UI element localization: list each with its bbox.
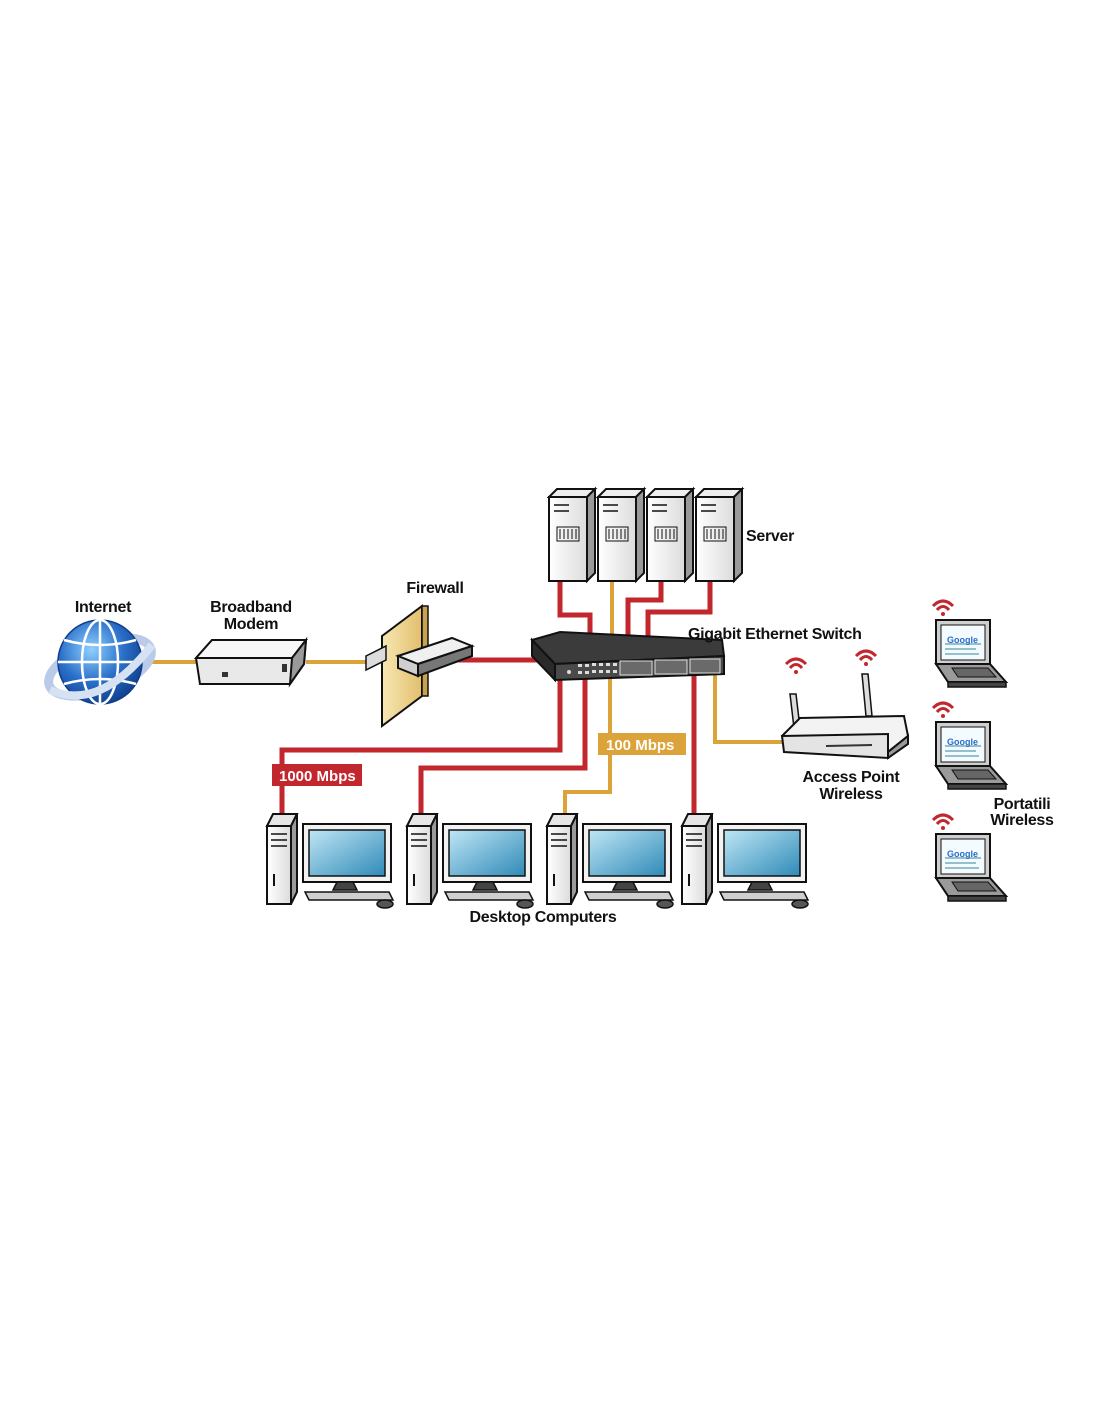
link-switch-accesspoint <box>713 672 785 744</box>
server-tower-2-icon <box>597 488 645 582</box>
laptop-2: Google <box>931 701 1007 790</box>
laptop-1-icon <box>935 619 1007 688</box>
access-point-icon <box>780 649 910 760</box>
link-server3-switch <box>625 578 664 640</box>
label-modem-line1: Broadband <box>210 599 292 616</box>
laptop-2-icon <box>935 721 1007 790</box>
label-laptops-line1: Portatili <box>994 796 1051 813</box>
laptop-2-signal-icon <box>931 701 955 720</box>
label-server: Server <box>746 528 794 545</box>
label-switch: Gigabit Ethernet Switch <box>688 626 862 643</box>
link-server1-switch <box>557 578 593 640</box>
access-point-signal-2-icon <box>854 649 878 668</box>
laptop-3-signal-icon <box>931 813 955 832</box>
laptop-1-signal-icon <box>931 599 955 618</box>
laptop-1-screen-logo: Google <box>947 635 978 645</box>
laptop-3-screen-logo: Google <box>947 849 978 859</box>
gigabit-switch-icon <box>530 630 726 683</box>
laptop-1: Google <box>931 599 1007 688</box>
server-tower-3-icon <box>646 488 694 582</box>
desktop-computer-4-icon <box>681 813 809 909</box>
laptop-2-screen-logo: Google <box>947 737 978 747</box>
label-desktops: Desktop Computers <box>470 909 617 926</box>
label-internet: Internet <box>75 599 132 616</box>
firewall-icon <box>365 604 475 728</box>
server-tower-4-icon <box>695 488 743 582</box>
internet-globe-icon <box>44 618 156 706</box>
label-modem-line2: Modem <box>224 616 279 633</box>
badge-100mbps: 100 Mbps <box>598 733 686 755</box>
server-tower-1-icon <box>548 488 596 582</box>
label-access-point-line2: Wireless <box>819 786 883 803</box>
badge-1000mbps: 1000 Mbps <box>272 764 362 786</box>
server-group <box>548 488 743 582</box>
link-server4-switch <box>645 578 713 640</box>
badge-100mbps-label: 100 Mbps <box>606 737 674 754</box>
label-access-point-line1: Access Point <box>803 769 901 786</box>
desktop-computer-2-icon <box>406 813 534 909</box>
badge-1000mbps-label: 1000 Mbps <box>279 768 356 785</box>
broadband-modem-icon <box>193 636 309 688</box>
laptop-3-icon <box>935 833 1007 902</box>
label-firewall: Firewall <box>406 580 463 597</box>
access-point-signal-1-icon <box>784 657 808 676</box>
laptop-3: Google <box>931 813 1007 902</box>
desktop-computer-3-icon <box>546 813 674 909</box>
link-desktop2-switch <box>418 672 588 818</box>
desktop-computer-1-icon <box>266 813 394 909</box>
link-desktop3-switch <box>563 672 612 818</box>
label-laptops-line2: Wireless <box>990 812 1054 829</box>
links-100mbps <box>150 578 785 818</box>
desktop-group <box>266 813 809 909</box>
